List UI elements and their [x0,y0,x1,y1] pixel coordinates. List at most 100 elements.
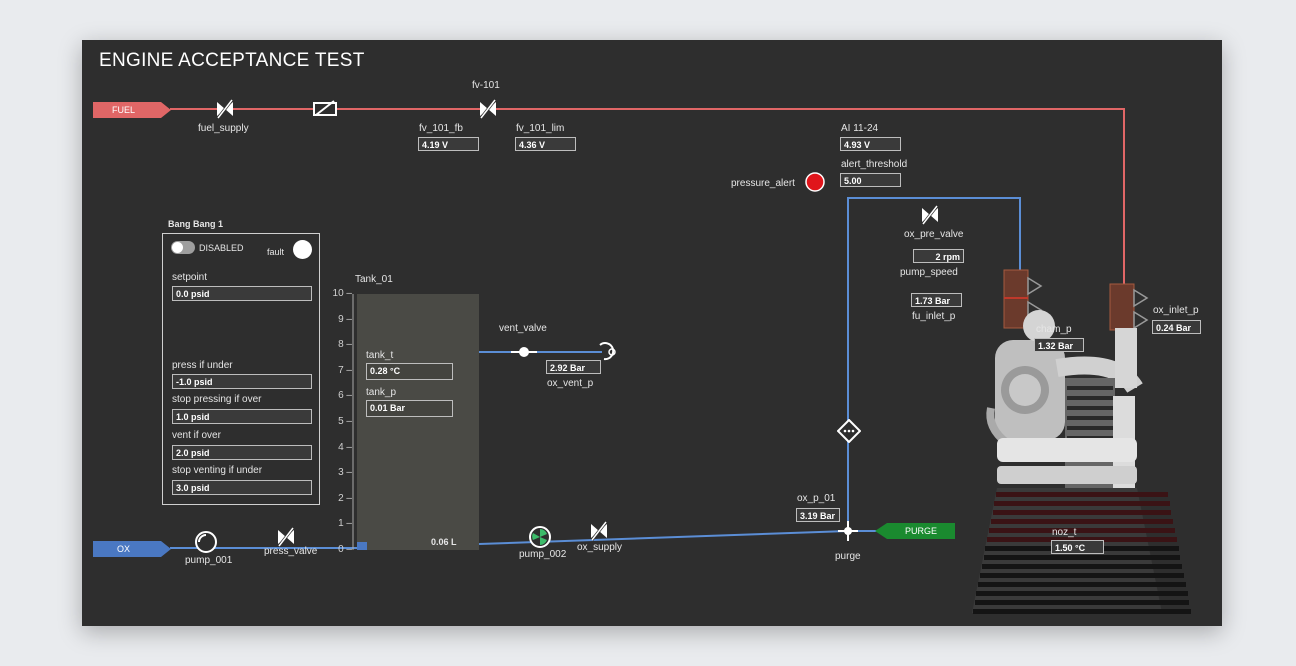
ox-source-tag [93,541,171,557]
pump-001-label: pump_001 [185,555,233,566]
vent-if-input[interactable]: 2.0 psid [172,445,312,460]
setpoint-input[interactable]: 0.0 psid [172,286,312,301]
nozzle-stripe [976,591,1188,596]
setpoint-label: setpoint [172,272,208,283]
tank-p-value: 0.01 Bar [366,400,453,417]
vent-if-label: vent if over [172,430,221,441]
tank-scale-tick: 1 – [338,518,352,530]
fv101-lim-label: fv_101_lim [516,123,565,134]
tank-scale-tick: 9 – [338,313,352,325]
pump-speed-value: 2 rpm [913,249,964,263]
tank-t-value: 0.28 °C [366,363,453,380]
tank-body: tank_t 0.28 °C tank_p 0.01 Bar 0.06 L [357,294,479,550]
nozzle-stripe [981,564,1183,569]
ai-label: AI 11-24 [841,123,879,134]
noz-t-value: 1.50 °C [1051,540,1104,554]
bangbang-toggle[interactable] [171,241,195,254]
fv101-valve-icon[interactable] [477,98,499,120]
noz-t-label: noz_t [1052,527,1077,538]
nozzle-stripe [974,600,1190,605]
nozzle-stripe [987,537,1177,542]
ox-inlet-p-value: 0.24 Bar [1152,320,1201,334]
ox-riser [847,197,1021,531]
ox-vent-p-value: 2.92 Bar [546,360,601,374]
nozzle-stripe [992,510,1172,515]
cham-p-value: 1.32 Bar [1034,338,1084,352]
bangbang-title: Bang Bang 1 [168,219,224,229]
stop-vent-label: stop venting if under [172,465,263,476]
pump-002-icon[interactable] [528,525,552,549]
pump-002-label: pump_002 [519,549,567,560]
hmi-panel: ENGINE ACCEPTANCE TEST FUEL fuel_supply … [82,40,1222,626]
bangbang-toggle-label: DISABLED [199,243,244,253]
ox-pre-valve-icon[interactable] [919,204,941,226]
fuel-tag-label: FUEL [112,105,136,115]
pressure-alert-label: pressure_alert [731,178,795,189]
tank-scale-tick: 8 – [338,339,352,351]
nozzle-stripe [972,609,1192,614]
page-title: ENGINE ACCEPTANCE TEST [99,50,365,71]
pump-speed-label: pump_speed [900,267,958,278]
fv101-lim-value: 4.36 V [515,137,576,151]
tank-name: Tank_01 [355,274,393,285]
ai-value: 4.93 V [840,137,901,151]
vent-valve-icon[interactable] [509,342,539,362]
ox-tag-label: OX [117,544,131,554]
alert-threshold-value: 5.00 [840,173,901,187]
press-valve-icon[interactable] [275,526,297,548]
fu-inlet-label: fu_inlet_p [912,311,956,322]
fuel-supply-label: fuel_supply [198,123,249,134]
fu-inlet-value: 1.73 Bar [911,293,962,307]
fv101-label: fv-101 [472,80,500,91]
stop-vent-input[interactable]: 3.0 psid [172,480,312,495]
ox-inlet-p-label: ox_inlet_p [1153,305,1199,316]
purge-label: purge [835,551,861,562]
pump-001-icon[interactable] [194,530,218,554]
tank-scale-tick: 7 – [338,364,352,376]
nozzle-stripe [980,573,1184,578]
press-under-input[interactable]: -1.0 psid [172,374,312,389]
fault-label: fault [267,247,285,257]
stop-press-label: stop pressing if over [172,394,262,405]
tank-scale-tick: 10 – [332,288,352,299]
tank-level: 0.06 L [431,537,457,547]
tank-scale-tick: 0 – [338,544,352,555]
nozzle-stripe [978,582,1186,587]
nozzle-stripe [983,555,1181,560]
fuel-supply-valve-icon[interactable] [214,98,236,120]
ox-supply-label: ox_supply [577,542,623,553]
ox-pre-valve-label: ox_pre_valve [904,229,964,240]
nozzle-stripe [989,528,1175,533]
cham-p-label: cham_p [1036,324,1072,335]
fuel-source-tag [93,102,171,118]
check-valve-icon[interactable] [312,99,340,119]
tank-p-label: tank_p [366,387,397,398]
press-under-label: press if under [172,360,233,371]
tank-scale-tick: 3 – [338,467,352,479]
purge-source-tag [875,523,955,539]
stop-press-input[interactable]: 1.0 psid [172,409,312,424]
ox-p-01-label: ox_p_01 [797,493,836,504]
ox-p-01-value: 3.19 Bar [796,508,840,522]
nozzle-stripe [994,501,1170,506]
nozzle-stripe [996,492,1168,497]
tank-scale-tick: 4 – [338,441,352,453]
filter-icon [837,419,861,443]
tank-t-label: tank_t [366,350,394,361]
fv101-fb-label: fv_101_fb [419,123,463,134]
tank-scale-tick: 2 – [338,492,352,504]
purge-valve-icon[interactable] [838,521,858,541]
fv101-fb-value: 4.19 V [418,137,479,151]
fault-indicator [293,240,312,259]
vent-outlet-icon [599,342,616,361]
press-valve-label: press_valve [264,546,318,557]
vent-valve-label: vent_valve [499,323,547,334]
alert-threshold-label: alert_threshold [841,159,908,170]
bangbang-controller: DISABLED fault setpoint 0.0 psid press i… [162,233,320,505]
tank-scale-tick: 5 – [338,416,352,427]
nozzle-stripe [990,519,1174,524]
rocket-engine-graphic [972,269,1162,613]
ox-vent-p-label: ox_vent_p [547,378,594,389]
ox-supply-valve-icon[interactable] [588,520,610,542]
pressure-alert-indicator [805,172,825,192]
